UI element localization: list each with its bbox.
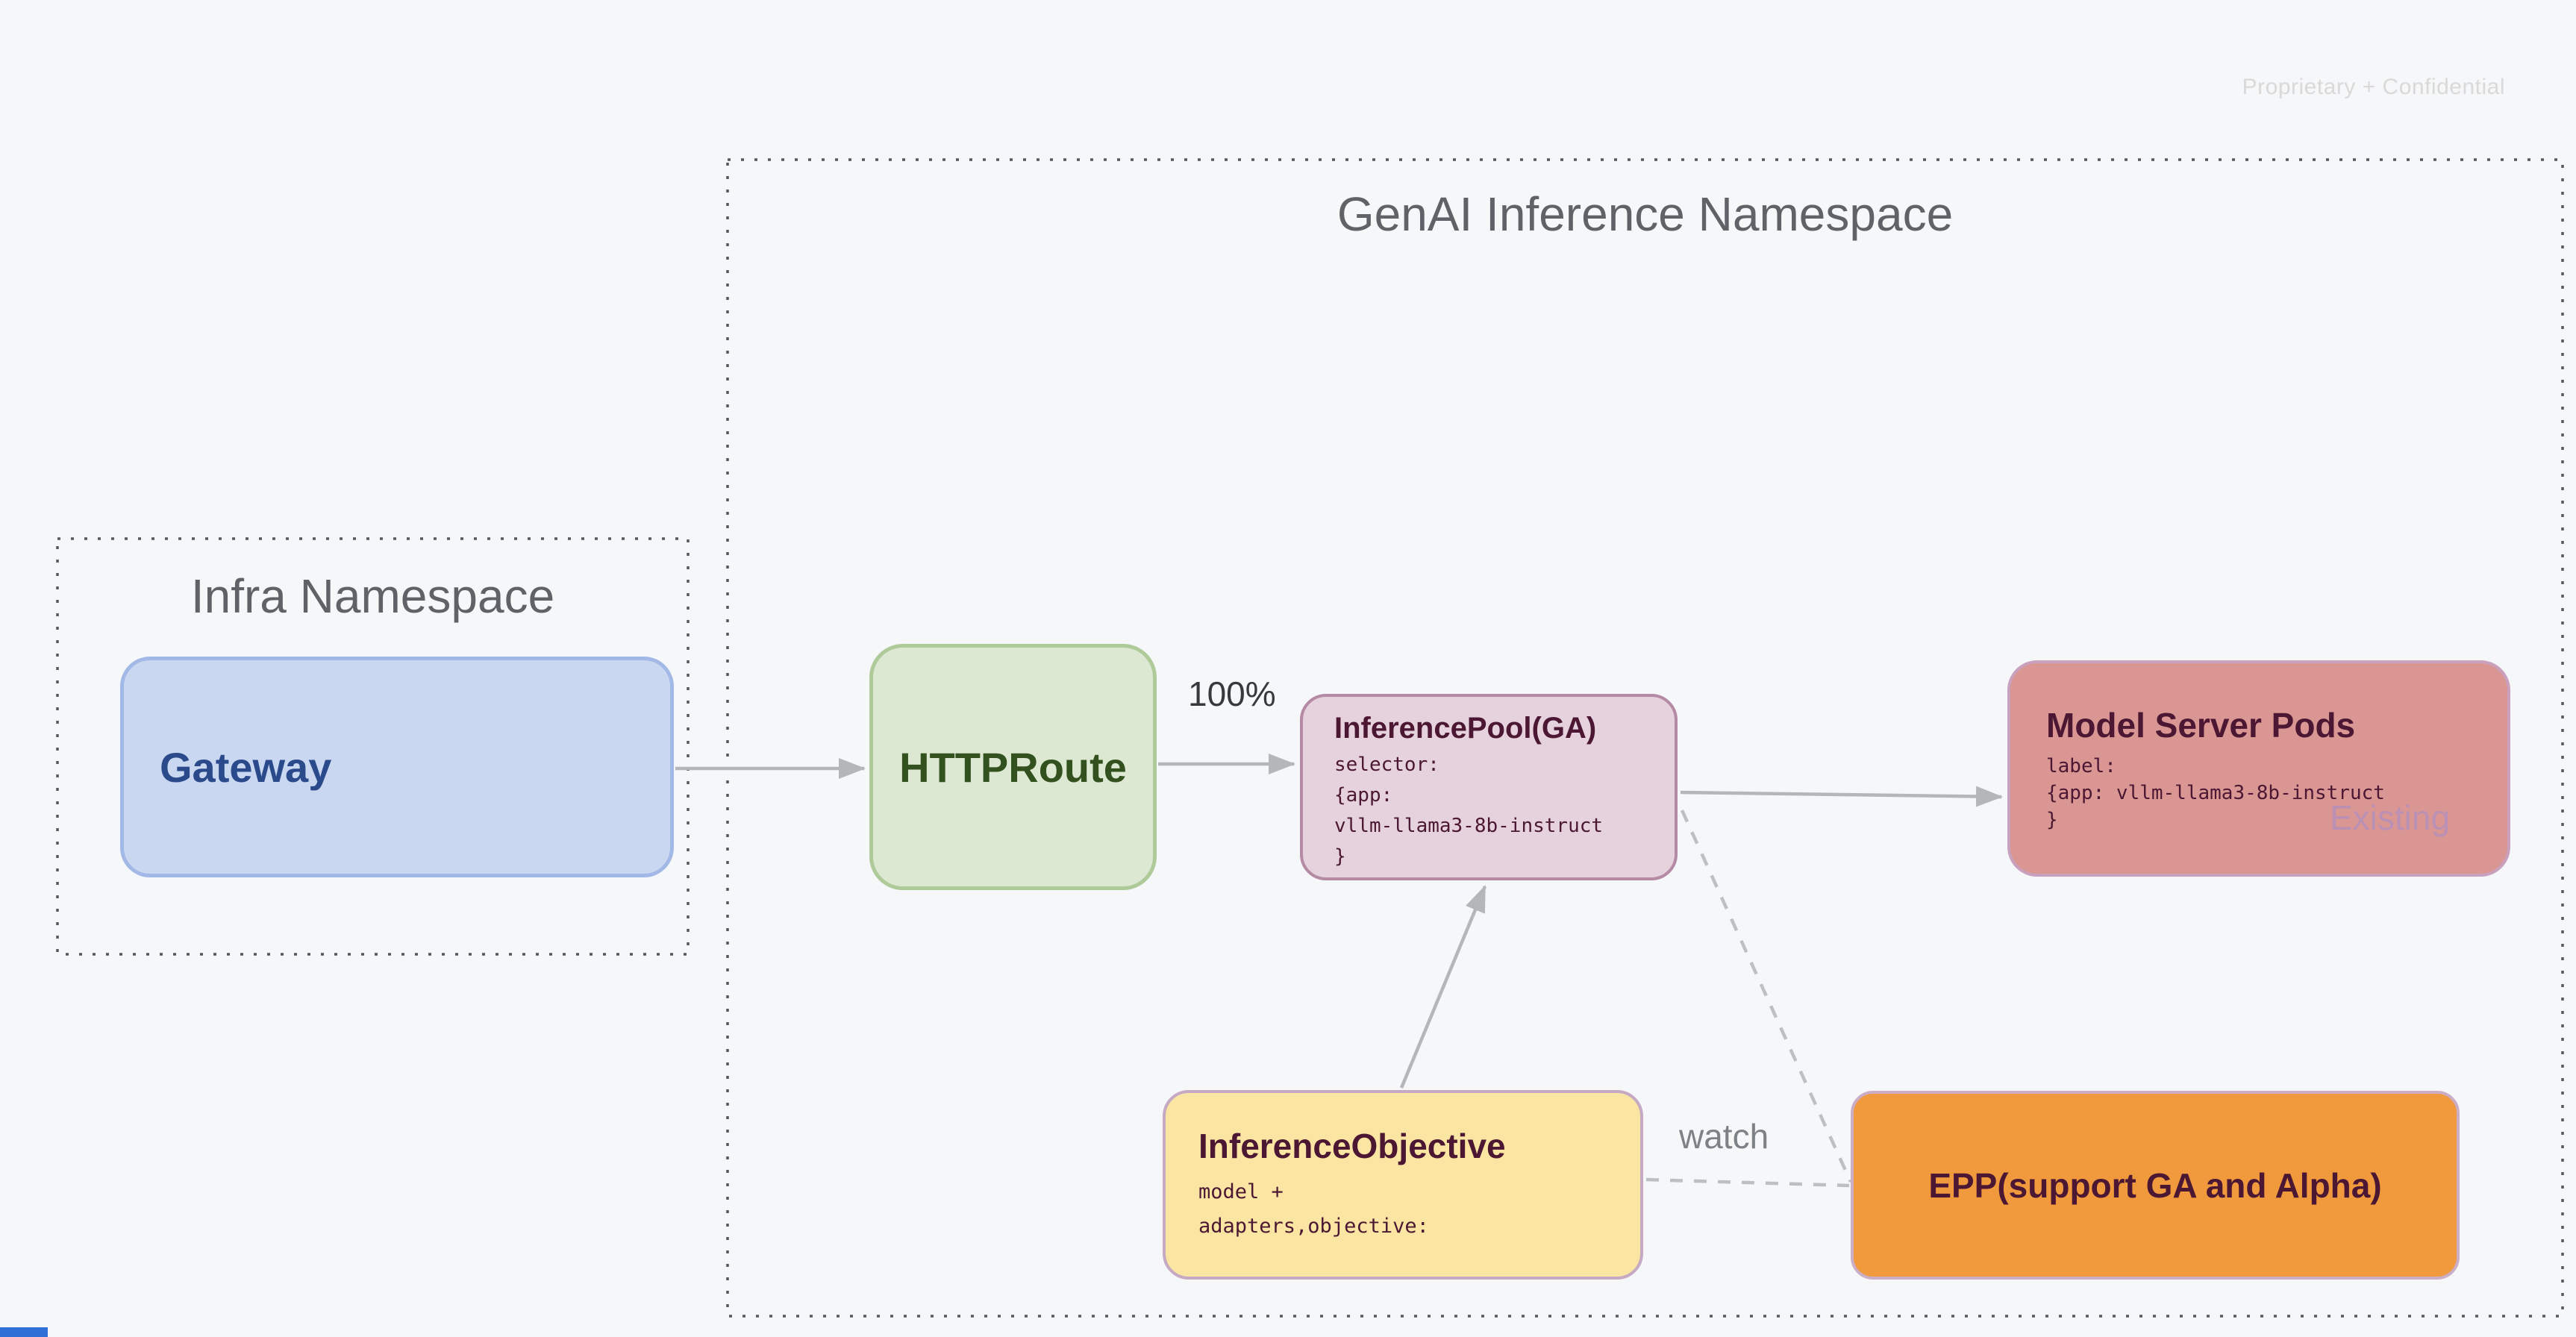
gateway-node: Gateway (120, 657, 674, 877)
edge-inferencepool-to-epp-dashed (1680, 810, 1853, 1183)
epp-title: EPP(support GA and Alpha) (1928, 1165, 2382, 1205)
watch-label: watch (1679, 1117, 1769, 1156)
gateway-title: Gateway (160, 743, 332, 791)
traffic-percent-label: 100% (1188, 674, 1276, 713)
edge-inferenceobjective-to-epp-dashed (1645, 1177, 1850, 1188)
httproute-node: HTTPRoute (869, 644, 1157, 890)
watermark: Proprietary + Confidential (2242, 75, 2505, 99)
model-server-pods-code: label: {app: vllm-llama3-8b-instruct } (2046, 753, 2486, 833)
code-line: adapters,objective: (1198, 1215, 1429, 1238)
inference-pool-code: selector: {app: vllm-llama3-8b-instruct … (1334, 750, 1654, 872)
code-line: selector: (1334, 754, 1439, 776)
genai-namespace-border (726, 158, 2564, 1318)
infra-namespace-title: Infra Namespace (190, 569, 555, 623)
code-line: } (2046, 809, 2058, 831)
code-line: vllm-llama3-8b-instruct (1334, 815, 1604, 837)
inference-pool-node: InferencePool(GA) selector: {app: vllm-l… (1300, 694, 1678, 880)
inference-pool-title: InferencePool(GA) (1334, 712, 1597, 745)
code-line: label: (2046, 755, 2116, 777)
code-line: } (1334, 845, 1346, 868)
inference-objective-code: model + adapters,objective: (1198, 1175, 1619, 1244)
code-line: {app: (1334, 784, 1393, 807)
inference-objective-title: InferenceObjective (1198, 1127, 1506, 1165)
model-server-pods-node: Model Server Pods label: {app: vllm-llam… (2007, 660, 2510, 877)
genai-namespace-title: GenAI Inference Namespace (1337, 187, 1954, 241)
existing-tag: Existing (2330, 798, 2451, 837)
epp-node: EPP(support GA and Alpha) (1851, 1091, 2460, 1280)
edge-inferenceobjective-to-inferencepool (1399, 885, 1487, 1089)
code-line: model + (1198, 1180, 1284, 1203)
httproute-title: HTTPRoute (899, 743, 1127, 791)
model-server-pods-title: Model Server Pods (2046, 706, 2356, 745)
bottom-left-blue-sliver (0, 1327, 48, 1337)
edge-inferencepool-to-modelserverpods (1680, 786, 2003, 807)
code-line: {app: vllm-llama3-8b-instruct (2046, 782, 2385, 804)
inference-objective-node: InferenceObjective model + adapters,obje… (1163, 1090, 1643, 1280)
